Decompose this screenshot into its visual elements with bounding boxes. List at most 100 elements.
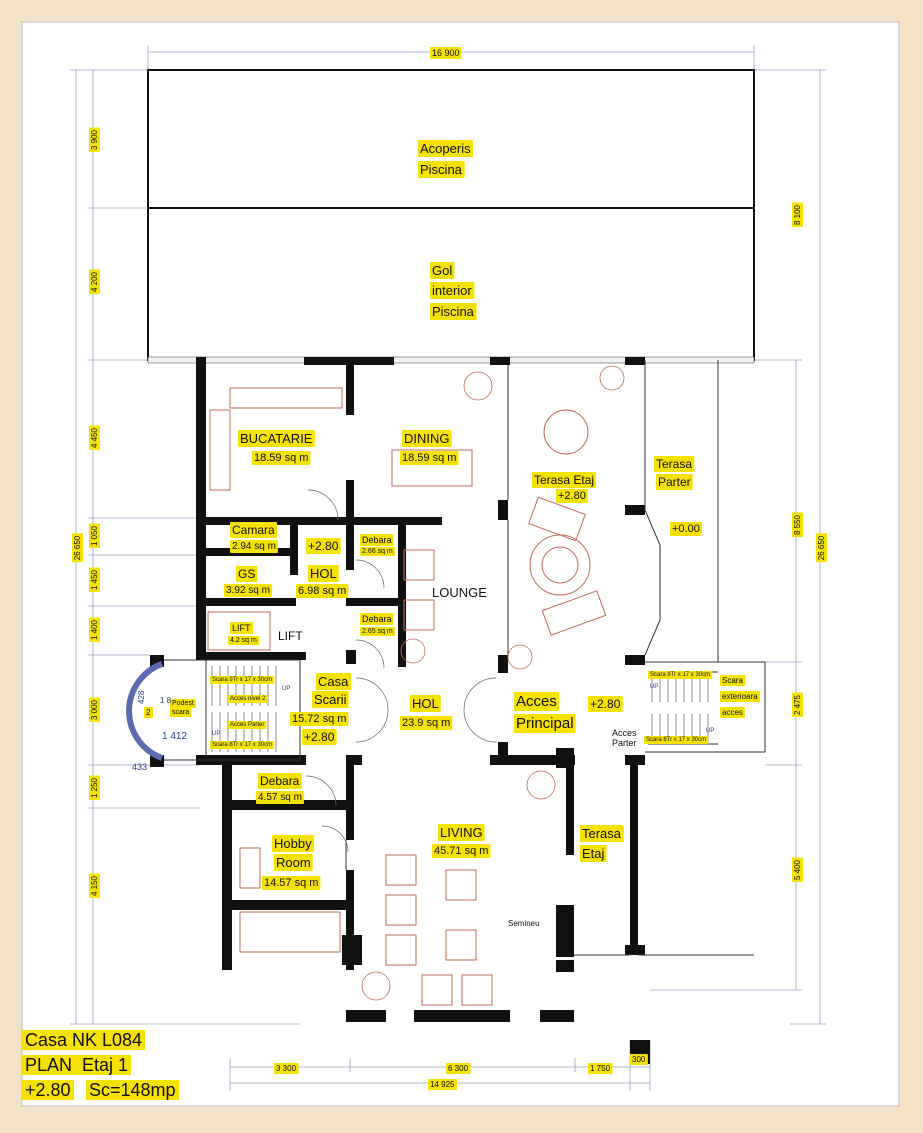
svg-text:UP: UP — [650, 684, 658, 690]
svg-text:Camara: Camara — [232, 523, 275, 537]
svg-text:300: 300 — [632, 1055, 646, 1064]
svg-text:Debara: Debara — [260, 774, 300, 788]
svg-text:23.9 sq m: 23.9 sq m — [402, 717, 450, 729]
svg-text:18.59 sq m: 18.59 sq m — [402, 452, 456, 464]
svg-text:Piscina: Piscina — [432, 304, 475, 319]
svg-text:acces: acces — [722, 708, 743, 717]
room-name: Debara — [360, 613, 394, 625]
level-label: +2.80 — [556, 489, 588, 503]
svg-text:Acces Parter: Acces Parter — [230, 722, 264, 728]
svg-text:Scara 8Tr x 17 x 30cm: Scara 8Tr x 17 x 30cm — [650, 672, 710, 678]
semineu-label: Semineu — [508, 919, 540, 928]
stair-dim: 433 — [132, 762, 147, 772]
lift-label: LIFT — [278, 629, 303, 643]
svg-text:+2.80: +2.80 — [558, 490, 586, 502]
svg-text:45.71 sq m: 45.71 sq m — [434, 845, 488, 857]
dimension-label: 1 450 — [89, 567, 100, 593]
curved-landing-stair — [126, 661, 164, 761]
level-label: +2.80 — [306, 538, 341, 554]
room-name: Room — [274, 854, 313, 871]
svg-text:15.72 sq m: 15.72 sq m — [292, 713, 346, 725]
room-name: Terasa Etaj — [532, 472, 597, 488]
svg-text:4 150: 4 150 — [90, 875, 99, 896]
acces-parter-label: Acces — [612, 728, 637, 738]
room-area: 4.2 sq m — [228, 636, 260, 645]
svg-text:16 900: 16 900 — [432, 48, 460, 58]
room-name: Parter — [656, 474, 693, 490]
svg-text:1 250: 1 250 — [90, 777, 99, 798]
room-area: 18.59 sq m — [252, 451, 311, 465]
room-name: Debara — [360, 534, 394, 546]
dimension-label: 4 200 — [89, 269, 100, 295]
stair-label: Acces nivel 2 — [228, 695, 269, 703]
svg-text:26 650: 26 650 — [817, 535, 826, 560]
svg-text:LIFT: LIFT — [278, 629, 303, 643]
svg-text:1 750: 1 750 — [590, 1064, 611, 1073]
void-label: Gol — [430, 262, 455, 279]
room-name: LIFT — [230, 622, 254, 634]
svg-text:Debara: Debara — [362, 614, 392, 624]
room-name: Camara — [230, 522, 278, 538]
stair-up: UP — [650, 684, 658, 690]
svg-text:433: 433 — [132, 762, 147, 772]
dimension-label: 4 450 — [89, 425, 100, 451]
room-name: Casa — [316, 673, 352, 690]
svg-text:4 200: 4 200 — [90, 271, 99, 292]
stair-label: Acces Parter — [228, 721, 267, 729]
room-name: Terasa — [580, 825, 624, 842]
level-label: +2.80 — [588, 696, 623, 712]
svg-text:scara: scara — [172, 709, 189, 716]
plan-level: +2.80 — [22, 1080, 74, 1100]
void-label: interior — [430, 282, 475, 299]
room-name: LOUNGE — [432, 585, 487, 600]
svg-text:8 100: 8 100 — [793, 204, 802, 225]
dimension-label: 3 300 — [274, 1063, 299, 1074]
svg-text:5 400: 5 400 — [793, 859, 802, 880]
svg-text:2: 2 — [146, 708, 151, 717]
room-name: HOL — [410, 695, 441, 712]
dimension-label: 8 550 — [792, 512, 803, 538]
svg-text:Scara 9Tr x 17 x 30cm: Scara 9Tr x 17 x 30cm — [212, 677, 272, 683]
svg-text:14 925: 14 925 — [430, 1080, 455, 1089]
furniture — [207, 387, 607, 1006]
stair-dim: 428 — [137, 690, 146, 704]
svg-text:Gol: Gol — [432, 263, 452, 278]
svg-text:Etaj: Etaj — [582, 846, 605, 861]
roof-label: Piscina — [418, 161, 465, 178]
svg-text:3 000: 3 000 — [90, 699, 99, 720]
dimension-label: 300 — [630, 1054, 648, 1065]
stair-dim: 1 412 — [162, 731, 187, 742]
acces-parter-label: Parter — [612, 738, 637, 748]
dimension-label: 1 050 — [89, 523, 100, 549]
svg-text:2.94 sq m: 2.94 sq m — [232, 541, 276, 552]
svg-text:Principal: Principal — [516, 715, 574, 732]
podest-label: scara — [170, 708, 192, 717]
room-name: Acces — [514, 692, 559, 711]
svg-text:BUCATARIE: BUCATARIE — [240, 431, 313, 446]
svg-text:LIVING: LIVING — [440, 825, 483, 840]
level-label: +0.00 — [670, 522, 702, 536]
svg-text:HOL: HOL — [412, 696, 439, 711]
room-area: 23.9 sq m — [400, 716, 453, 730]
room-area: 3.92 sq m — [224, 584, 272, 597]
svg-text:8 550: 8 550 — [793, 514, 802, 535]
svg-text:UP: UP — [282, 686, 290, 692]
svg-text:3.92 sq m: 3.92 sq m — [226, 585, 270, 596]
svg-text:Piscina: Piscina — [420, 162, 463, 177]
svg-text:Acces nivel 2: Acces nivel 2 — [230, 696, 266, 702]
stair-number: 2 — [144, 707, 153, 718]
svg-text:14.57 sq m: 14.57 sq m — [264, 877, 318, 889]
stair-label: Scara 8Tr x 17 x 30cm — [644, 736, 709, 744]
svg-text:1 400: 1 400 — [90, 619, 99, 640]
svg-text:+2.80: +2.80 — [590, 697, 621, 711]
svg-text:HOL: HOL — [310, 566, 337, 581]
svg-text:Parter: Parter — [658, 475, 691, 489]
svg-text:Semineu: Semineu — [508, 919, 540, 928]
dimension-label: 1 750 — [588, 1063, 613, 1074]
svg-text:3 900: 3 900 — [90, 129, 99, 150]
room-name: GS — [236, 566, 258, 582]
room-area: 14.57 sq m — [262, 876, 321, 890]
room-name: Terasa — [654, 456, 695, 472]
